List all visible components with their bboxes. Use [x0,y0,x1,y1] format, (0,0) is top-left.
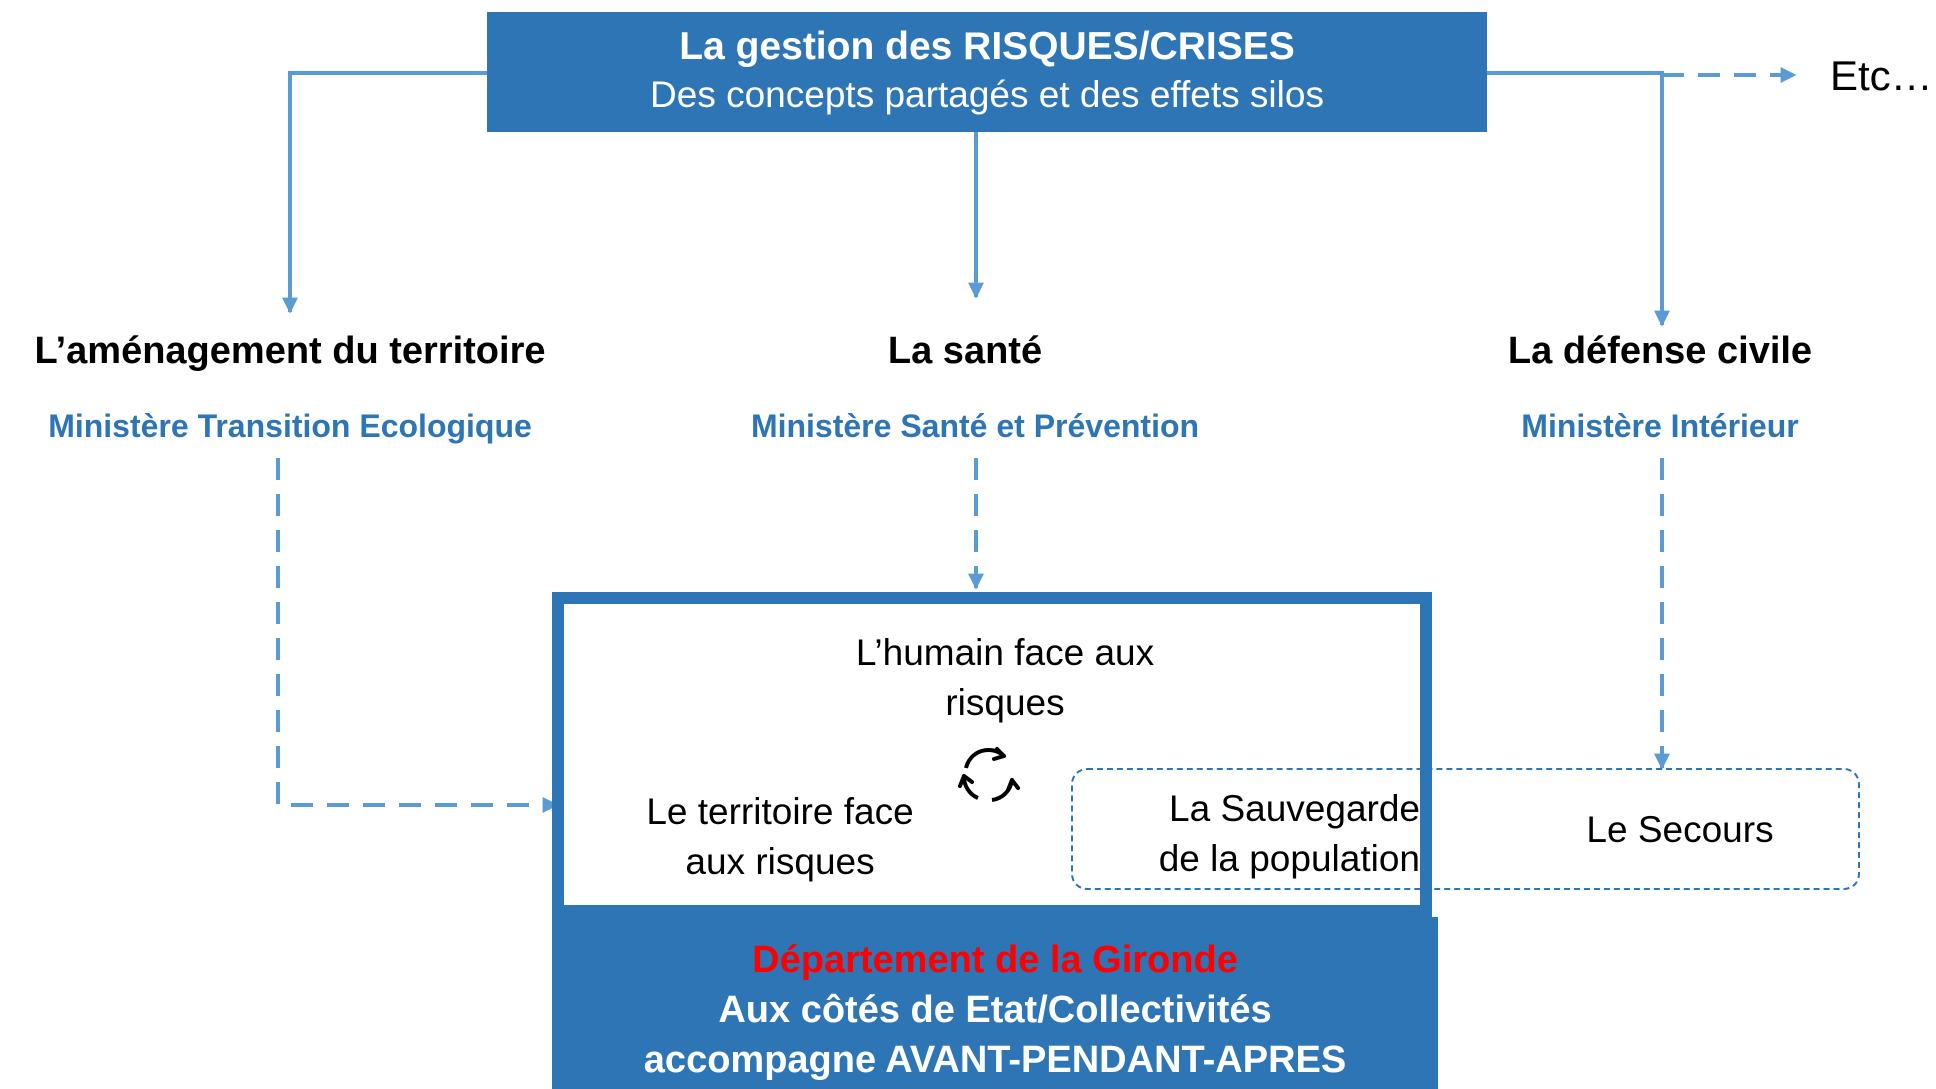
link-top-to-defense [1487,71,1670,327]
sauvegarde-line-1: La Sauvegarde [1169,788,1420,829]
domain-sante-title: La santé [887,330,1043,372]
humain-line-2: risques [945,682,1065,723]
ministry-transition-ecologique: Ministère Transition Ecologique [48,408,532,444]
domain-defense-title: La défense civile [1507,330,1813,372]
link-ecologie-to-territoire [276,458,559,813]
center-frame [552,592,1432,917]
domain-amenagement-title: L’aménagement du territoire [34,330,546,372]
header-subtitle: Des concepts partagés et des effets silo… [650,74,1324,115]
departement-gironde-box: Département de la Gironde Aux côtés de E… [552,917,1438,1089]
secours-dashed-box [1071,768,1860,890]
sauvegarde-line-2: de la population [1158,838,1420,879]
risk-management-header: La gestion des RISQUES/CRISES Des concep… [487,12,1487,132]
link-top-to-amenagement [282,71,487,314]
territoire-line-2: aux risques [685,841,875,882]
territoire-face-risques: Le territoire face aux risques [600,787,960,887]
departement-line-2: Aux côtés de Etat/Collectivités [718,989,1272,1031]
humain-face-risques: L’humain face aux risques [800,628,1210,728]
sauvegarde-population: La Sauvegarde de la population [1090,784,1420,884]
ministry-sante-prevention: Ministère Santé et Prévention [750,408,1200,444]
ministry-interieur: Ministère Intérieur [1521,408,1799,444]
header-title: La gestion des RISQUES/CRISES [679,25,1295,68]
territoire-line-1: Le territoire face [646,791,914,832]
departement-title: Département de la Gironde [752,939,1238,981]
departement-line-3: accompagne AVANT-PENDANT-APRES [643,1039,1347,1081]
le-secours: Le Secours [1586,809,1774,850]
cycle-arrows-icon [958,747,1020,802]
humain-line-1: L’humain face aux [855,632,1155,673]
etc-label: Etc… [1830,52,1933,99]
